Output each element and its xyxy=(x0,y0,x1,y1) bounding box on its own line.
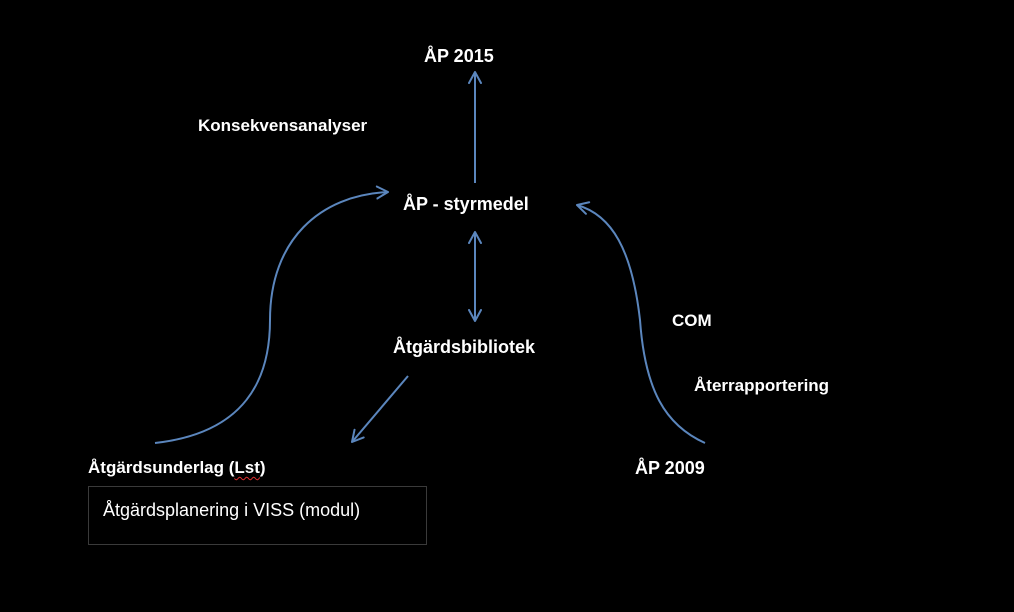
label-atgardsunderlag-prefix: Åtgärdsunderlag ( xyxy=(88,458,235,477)
label-bibliotek: Åtgärdsbibliotek xyxy=(393,337,536,357)
box-atgardsplanering: Åtgärdsplanering i VISS (modul) xyxy=(88,486,427,545)
label-atgardsunderlag-lst: Lst xyxy=(234,458,260,477)
arrow-bibliotek-to-underlag xyxy=(351,375,409,443)
label-atgardsunderlag: Åtgärdsunderlag (Lst) xyxy=(88,457,266,479)
label-com: COM xyxy=(672,311,712,330)
arrow-underlag-to-styrmedel xyxy=(154,185,389,444)
arrow-ap2009-to-styrmedel xyxy=(576,201,706,444)
label-atgardsplanering: Åtgärdsplanering i VISS (modul) xyxy=(103,500,361,520)
label-aterrapportering: Återrapportering xyxy=(694,376,830,395)
label-ap2015: ÅP 2015 xyxy=(424,46,494,66)
label-konsekvensanalyser: Konsekvensanalyser xyxy=(198,116,368,135)
label-atgardsunderlag-suffix: ) xyxy=(259,458,266,477)
label-styrmedel: ÅP - styrmedel xyxy=(403,194,529,214)
label-ap2009: ÅP 2009 xyxy=(635,458,705,478)
